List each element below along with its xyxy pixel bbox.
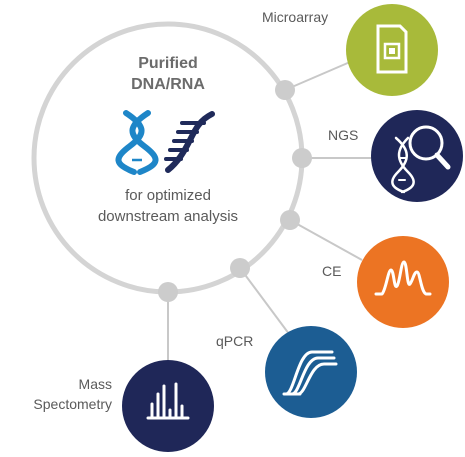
microarray-chip-icon [376,24,408,74]
app-mass-label-line1: Mass [79,376,112,392]
app-microarray: Microarray [262,4,438,96]
amplification-curves-icon [282,350,338,396]
connector-microarray [284,61,351,91]
node-microarray [275,80,295,100]
node-mass [158,282,178,302]
app-ngs: NGS [328,110,463,202]
hub-title-line2: DNA/RNA [131,76,205,93]
app-qpcr-label: qPCR [216,333,253,349]
connector-qpcr [239,267,296,343]
app-ce-label: CE [322,263,341,279]
connector-ce [289,219,363,261]
connectors [167,61,375,360]
app-ngs-label: NGS [328,127,358,143]
hub-title-line1: Purified [138,55,198,72]
hub-subtitle-line2: downstream analysis [98,208,238,225]
electropherogram-peaks-icon [374,260,432,296]
app-mass-label-line2: Spectometry [33,396,112,412]
ring-nodes [158,80,312,302]
node-ce [280,210,300,230]
hub-subtitle-line1: for optimized [125,187,211,204]
mass-spectrum-icon [146,382,190,420]
app-qpcr: qPCR [216,326,357,418]
app-mass-spec: Mass Spectometry [33,360,214,452]
dna-magnifier-icon [391,125,451,194]
app-mass-circle [122,360,214,452]
node-ngs [292,148,312,168]
app-microarray-label: Microarray [262,9,328,25]
app-ce-circle [357,236,449,328]
dna-rna-helix-icon [115,110,215,175]
node-qpcr [230,258,250,278]
app-ce: CE [322,236,449,328]
